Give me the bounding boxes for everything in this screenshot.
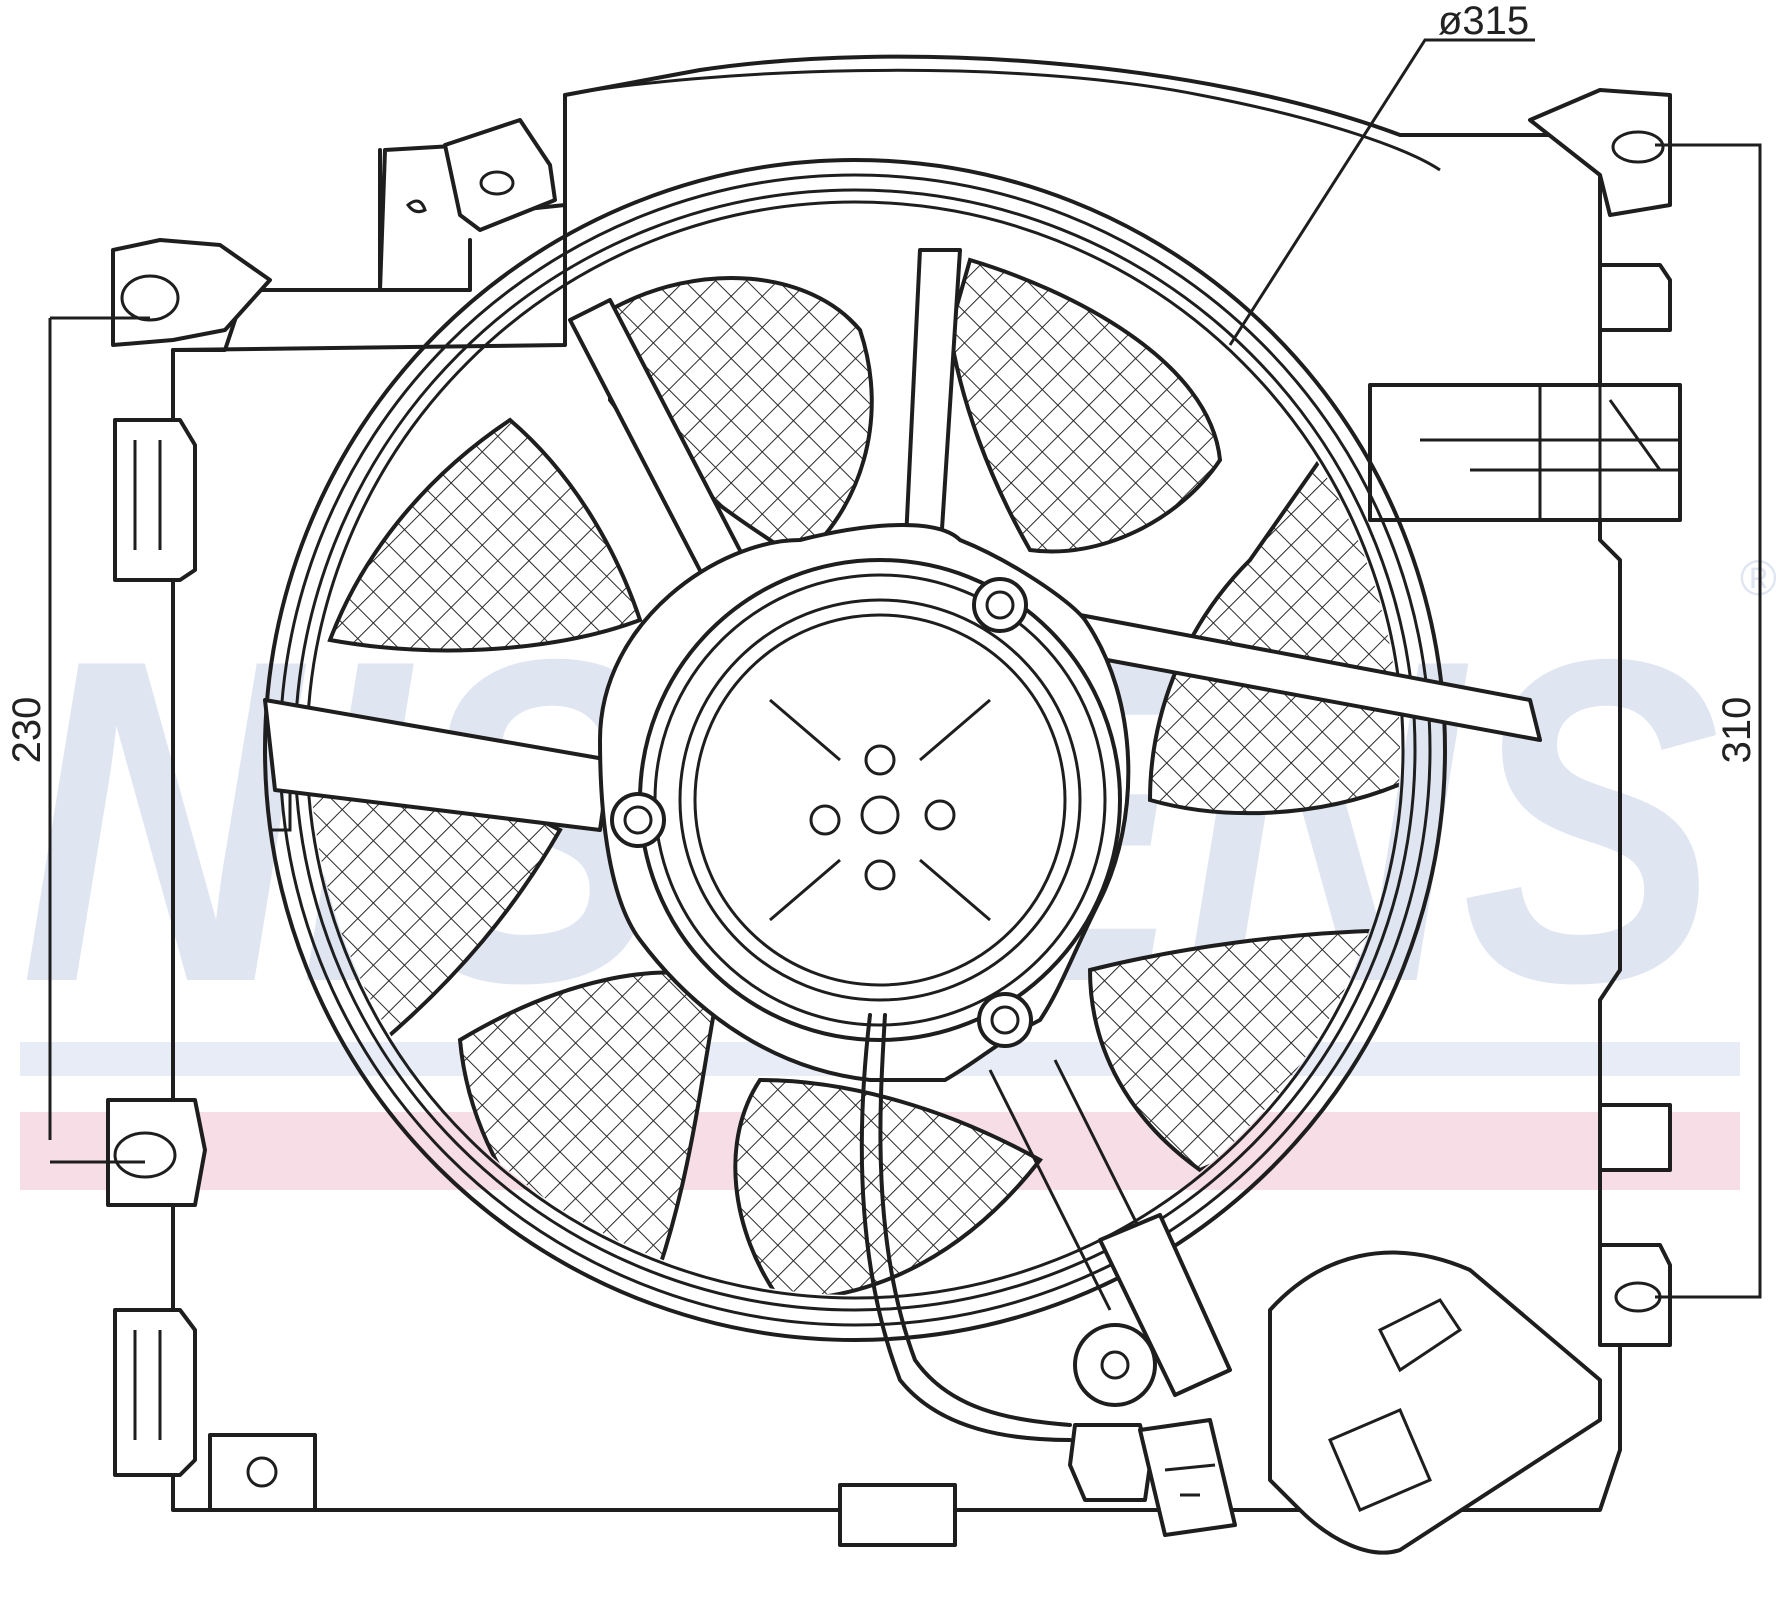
dimension-diameter: ø315	[1228, 0, 1535, 346]
fan-blade	[733, 1077, 1044, 1295]
hub-center-hole	[860, 795, 900, 835]
shroud-frame	[106, 54, 1682, 1547]
mounting-nuts	[610, 577, 1033, 1048]
fan-blade	[457, 970, 723, 1295]
support-struts	[263, 248, 1542, 832]
mounting-nut	[972, 577, 1028, 633]
fan-blades	[310, 257, 1400, 1295]
dimension-right-label: 310	[1715, 697, 1759, 764]
mounting-nut	[610, 792, 666, 848]
wiring-harness	[859, 1013, 1237, 1537]
watermark-registered-mark: ®	[1740, 550, 1776, 606]
wire-connector	[1068, 1418, 1237, 1537]
fan-blade	[947, 257, 1223, 554]
fan-resistor	[1268, 1250, 1602, 1555]
fan-blade	[327, 417, 643, 653]
dimension-right: 310	[1655, 143, 1762, 1299]
dimension-left-label: 230	[5, 697, 49, 764]
dimension-left: 230	[5, 316, 150, 1164]
mounting-nut	[977, 992, 1033, 1048]
dimension-diameter-label: ø315	[1438, 0, 1529, 43]
